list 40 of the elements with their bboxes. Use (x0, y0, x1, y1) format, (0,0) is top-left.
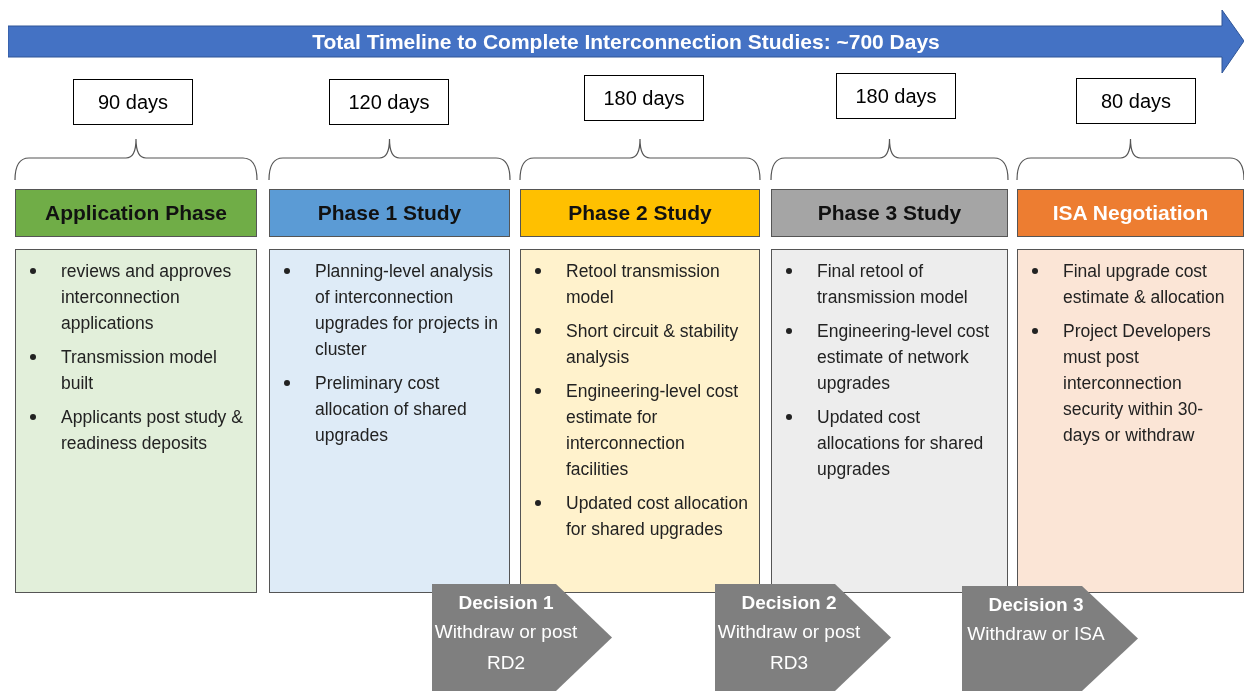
phase-header: ISA Negotiation (1017, 189, 1244, 237)
duration-box: 120 days (329, 79, 449, 125)
decision-text: Withdraw or post RD3 (716, 620, 862, 675)
phase-card (771, 249, 1008, 593)
bullet-text: Transmission model built (61, 346, 218, 395)
bullet-text: Engineering-level cost estimate for interconnection facilities (566, 380, 740, 481)
phase-header: Phase 3 Study (771, 189, 1008, 237)
phase-card (520, 249, 760, 593)
bullet-text: Engineering-level cost estimate of network upgrades (817, 320, 991, 395)
timeline-title: Total Timeline to Complete Interconnection Studies: ~700 Days (312, 28, 940, 55)
bullet-text: Preliminary cost allocation of shared upgrades (315, 372, 468, 447)
timeline-arrow (8, 10, 1244, 73)
bullet-text: Applicants post study & readiness deposits (61, 406, 244, 455)
bullet-text: Updated cost allocation for shared upgrades (566, 492, 749, 541)
phase-header: Phase 1 Study (269, 189, 510, 237)
decision-text: Withdraw or ISA (967, 622, 1105, 646)
decision-text: Withdraw or post RD2 (433, 620, 579, 675)
bullet-text: Updated cost allocations for shared upgrades (817, 406, 985, 481)
duration-box: 90 days (73, 79, 193, 125)
bullet-text: reviews and approves interconnection applications (61, 260, 233, 335)
decision-title: Decision 1 (458, 591, 554, 615)
bullet-text: Project Developers must post interconnection security within 30-days or withdraw (1063, 320, 1212, 447)
bullet-text: Short circuit & stability analysis (566, 320, 740, 369)
duration-box: 180 days (584, 75, 704, 121)
duration-box: 80 days (1076, 78, 1196, 124)
bullet-text: Retool transmission model (566, 260, 721, 309)
bullet-text: Final upgrade cost estimate & allocation (1063, 260, 1226, 309)
bullet-text: Planning-level analysis of interconnection upgrades for projects in cluster (315, 260, 499, 361)
decision-chevron (432, 584, 612, 691)
decision-title: Decision 3 (988, 593, 1084, 617)
decision-chevron (962, 586, 1138, 691)
phase-card (269, 249, 510, 593)
bullet-text: Final retool of transmission model (817, 260, 969, 309)
decision-chevron (715, 584, 891, 691)
duration-box: 180 days (836, 73, 956, 119)
decision-title: Decision 2 (741, 591, 837, 615)
phase-header: Application Phase (15, 189, 257, 237)
phase-card (1017, 249, 1244, 593)
phase-header: Phase 2 Study (520, 189, 760, 237)
phase-card (15, 249, 257, 593)
